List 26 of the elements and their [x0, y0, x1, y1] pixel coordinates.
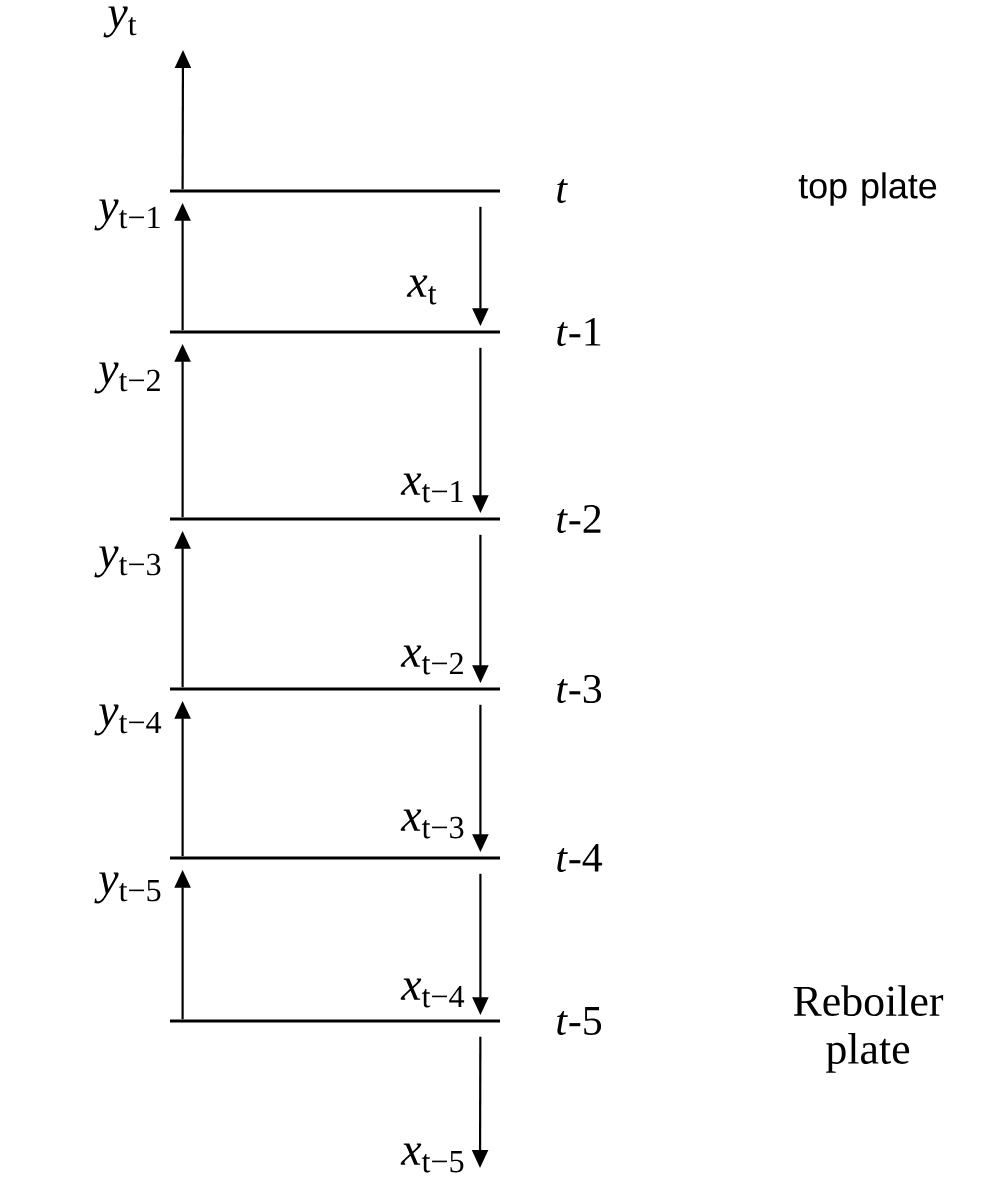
edge-label: x$_{t−5}$ — [400, 1143, 464, 1173]
plate-label: t-4 — [557, 844, 603, 872]
plate-line — [170, 1019, 500, 1023]
plate-line — [170, 189, 500, 193]
edge-label: x$_{t−2}$ — [400, 645, 463, 675]
plate-line — [170, 856, 500, 860]
edge-label: x$_{t−1}$ — [400, 473, 463, 503]
edge-label: x$_{t−3}$ — [400, 809, 464, 839]
plate-line — [170, 330, 500, 334]
plate-line — [170, 687, 500, 691]
plate-label: t-3 — [557, 674, 602, 704]
edge-label: y$_{t−2}$ — [94, 362, 160, 394]
plate-line — [170, 517, 500, 521]
edge-label: y$_{t−5}$ — [94, 872, 161, 904]
plate-label: t-2 — [557, 504, 601, 534]
plate-label: t-1 — [557, 318, 601, 346]
edge-label: y$_{t}$ — [103, 6, 137, 38]
edge-label: y$_{t−3}$ — [94, 546, 161, 578]
plate-name: top plate — [798, 172, 937, 206]
edge-label: y$_{t−4}$ — [94, 704, 162, 736]
edge-label: x$_{t−4}$ — [400, 978, 465, 1008]
plate-label: t-5 — [557, 1007, 602, 1035]
edge-label: x$_{t}$ — [406, 275, 437, 305]
edge-label: y$_{t−1}$ — [94, 199, 160, 231]
plate-label: t — [557, 179, 568, 203]
plate-name: Reboiler plate — [793, 985, 944, 1073]
